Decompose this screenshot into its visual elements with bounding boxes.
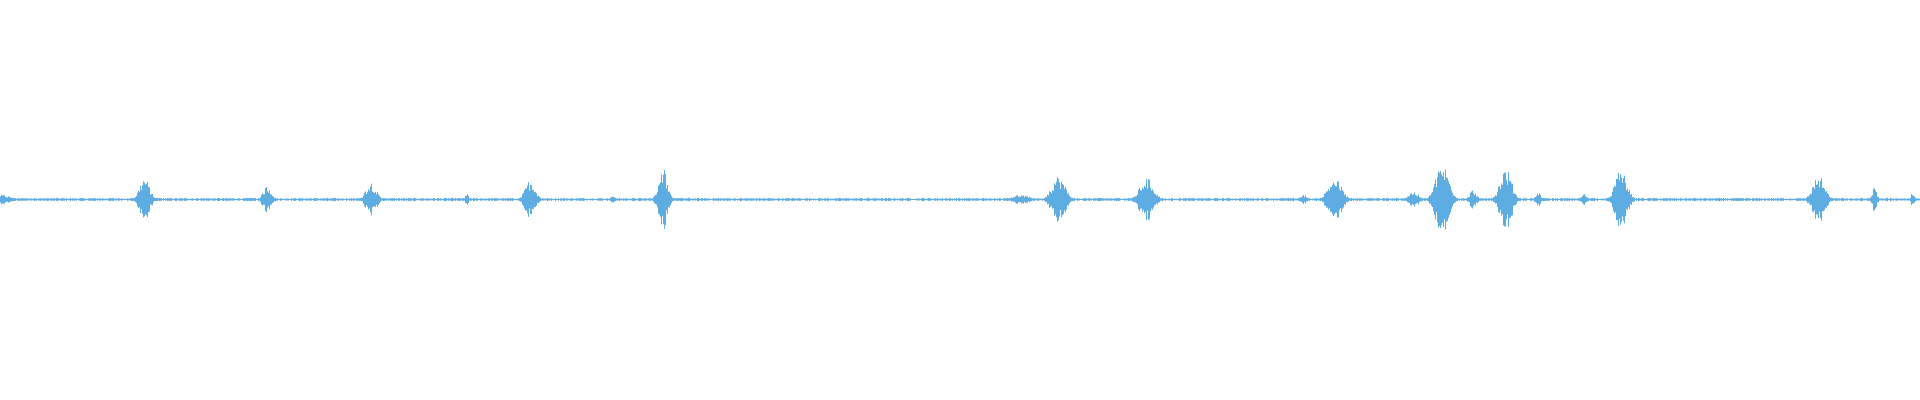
waveform-samples <box>0 169 1920 230</box>
waveform-trace <box>0 169 1920 230</box>
